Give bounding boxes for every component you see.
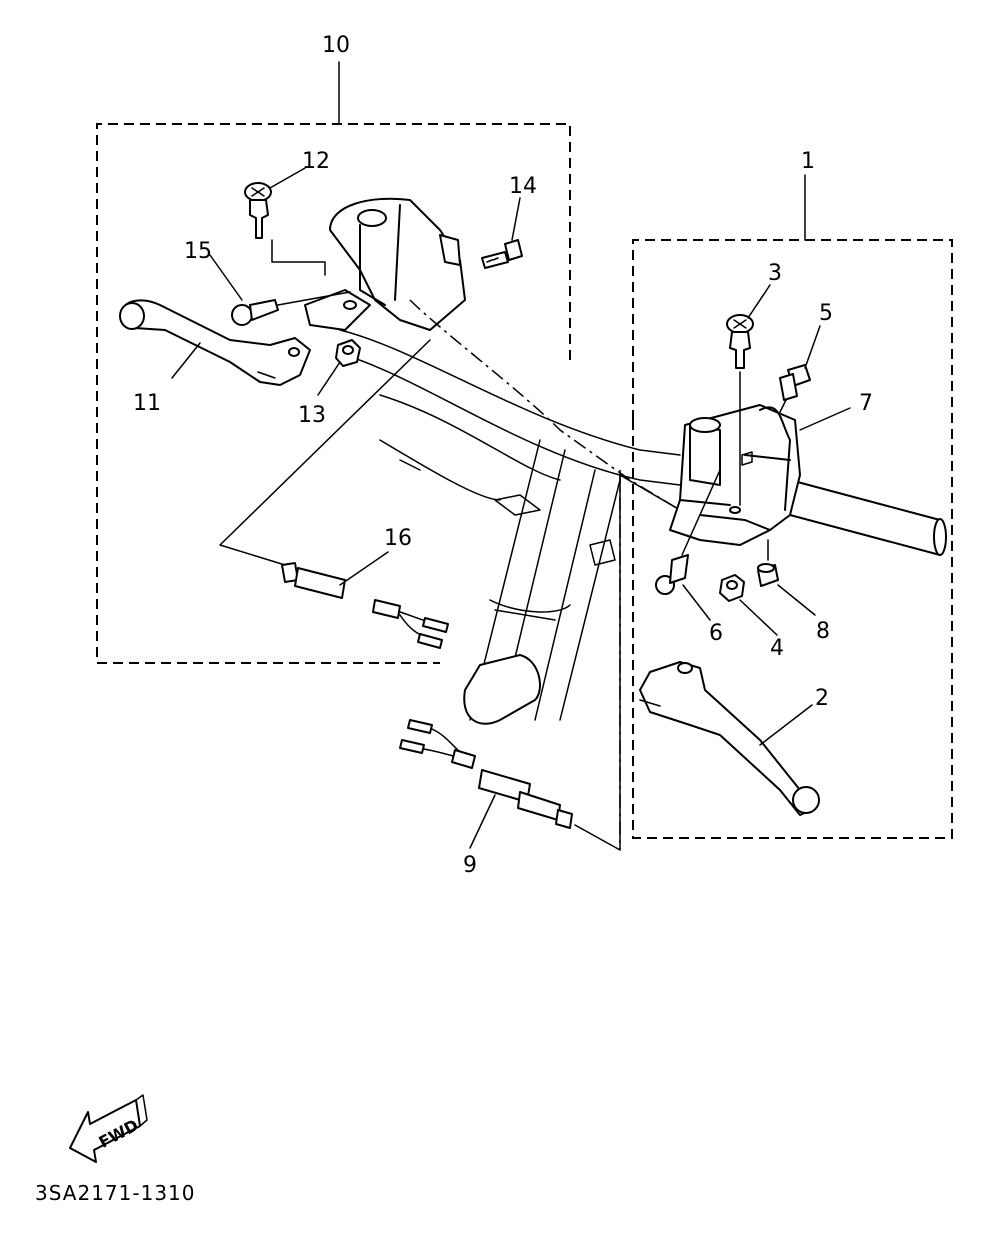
brake-lever-2 [639, 661, 820, 816]
brake-switch-9 [399, 719, 573, 829]
callout-16: 16 [384, 526, 412, 551]
callout-15: 15 [184, 239, 212, 264]
callout-10: 10 [322, 33, 350, 58]
nut-4 [719, 574, 745, 602]
screw-12 [244, 182, 326, 276]
clutch-lever-holder-10 [304, 197, 466, 331]
callout-12: 12 [302, 149, 330, 174]
screw-3 [726, 314, 754, 506]
callout-7: 7 [859, 391, 873, 416]
callout-4: 4 [770, 636, 784, 661]
brake-master-cylinder-7 [669, 404, 801, 546]
callout-3: 3 [768, 261, 782, 286]
bolt-14 [481, 239, 523, 269]
handlebar-assembly [339, 329, 947, 725]
screw-5 [779, 364, 811, 413]
nut-13 [335, 339, 361, 367]
fwd-arrow-icon: FWD [69, 1094, 148, 1163]
callout-5: 5 [819, 301, 833, 326]
connector-line-16 [219, 339, 431, 566]
bolt-15 [231, 291, 351, 326]
screw-8 [757, 539, 779, 587]
clutch-switch-16 [281, 562, 449, 649]
callout-11: 11 [133, 391, 161, 416]
callout-13: 13 [298, 403, 326, 428]
callout-8: 8 [816, 619, 830, 644]
callout-14: 14 [509, 174, 537, 199]
callout-2: 2 [815, 686, 829, 711]
connector-line-9 [574, 474, 681, 851]
callout-leaders [171, 61, 851, 849]
diagram-code: 3SA2171-1310 [35, 1181, 196, 1205]
group-frame-1 [632, 239, 953, 839]
cable-route-left [409, 299, 681, 511]
clutch-lever-11 [119, 299, 311, 386]
callout-6: 6 [709, 621, 723, 646]
callout-1: 1 [801, 149, 815, 174]
callout-9: 9 [463, 853, 477, 878]
group-frame-10 [96, 123, 571, 664]
bolt-6 [655, 469, 721, 595]
